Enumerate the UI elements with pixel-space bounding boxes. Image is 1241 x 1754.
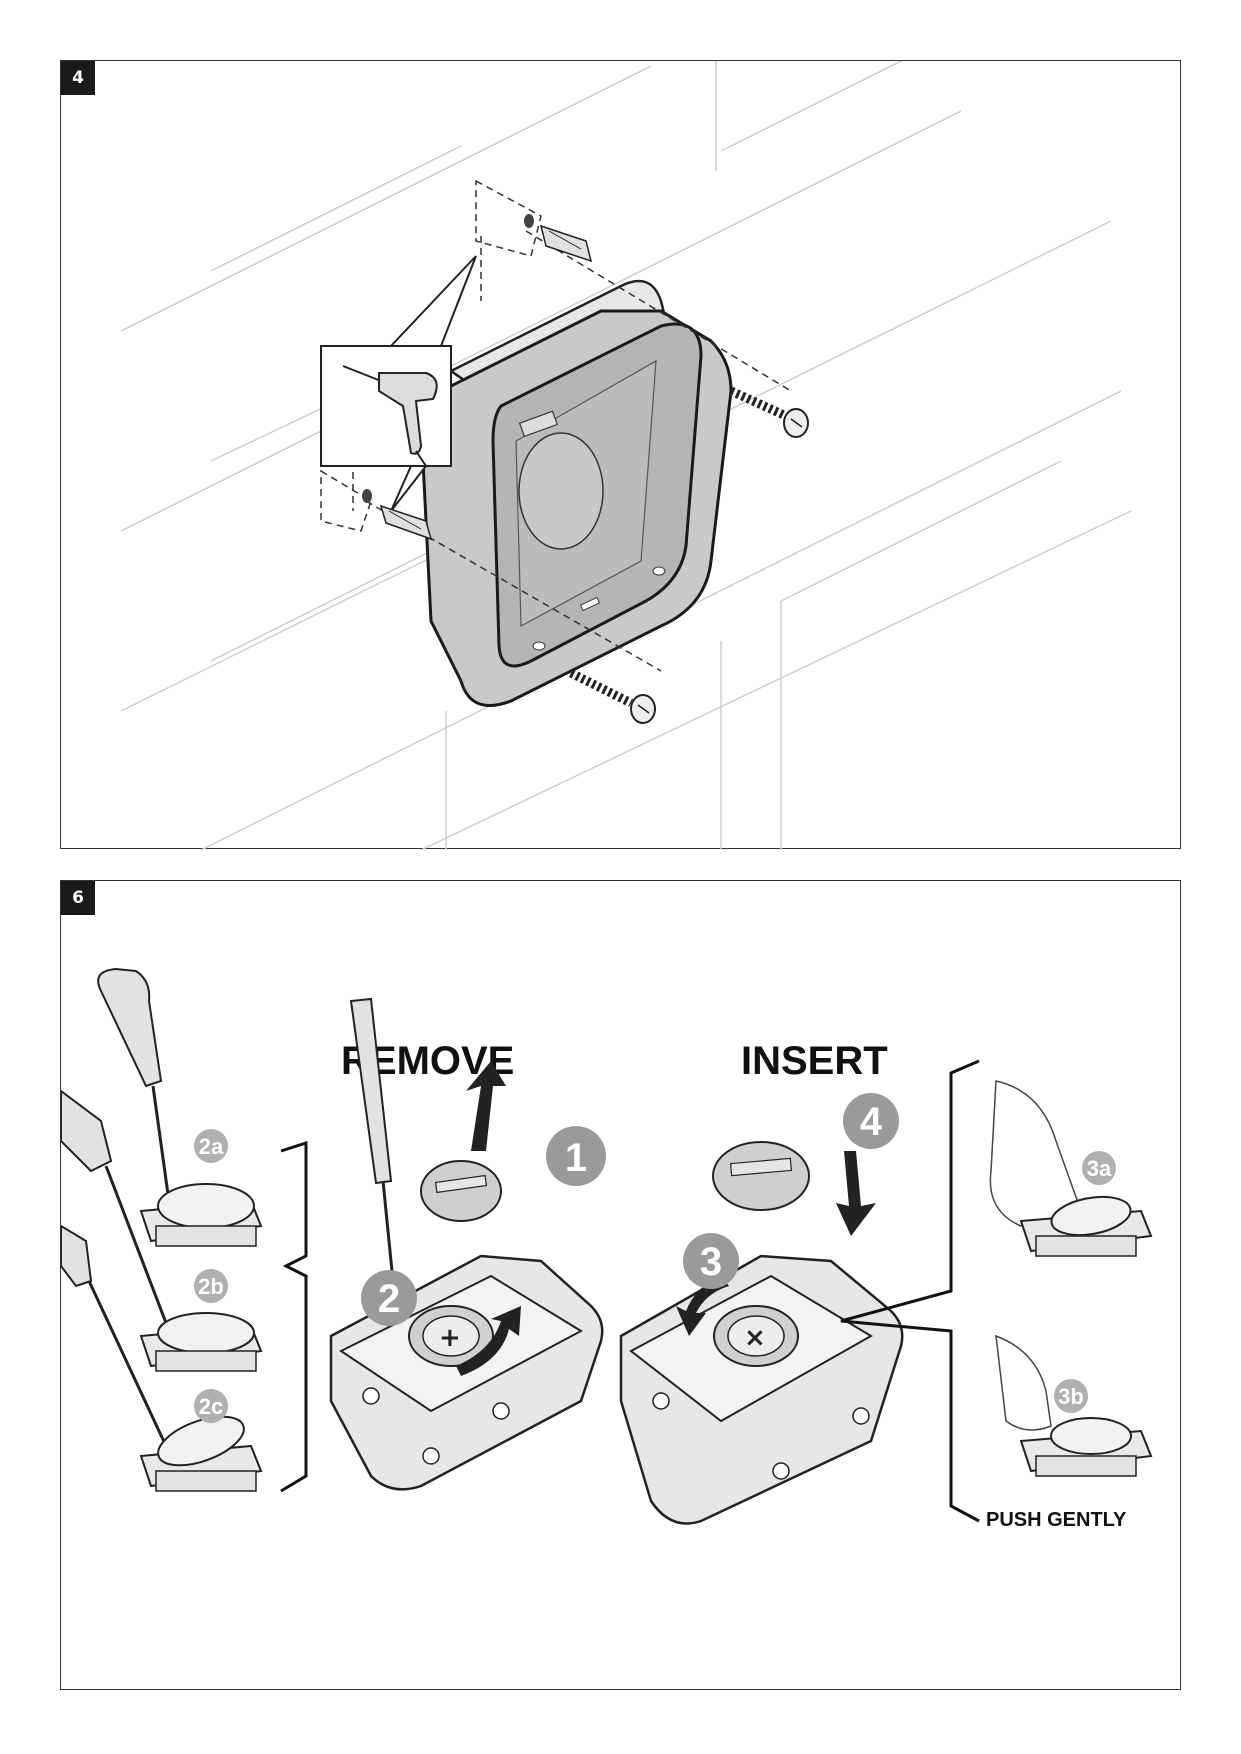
svg-text:2b: 2b [198, 1274, 224, 1299]
finger-press-3b [995, 1334, 1153, 1477]
panel-4: 4 [60, 60, 1181, 850]
insert-battery-cover [712, 1141, 810, 1211]
arrow-up-icon [466, 1061, 506, 1151]
step-badge-1: 1 [546, 1126, 606, 1186]
substep-badge-3b: 3b [1054, 1379, 1088, 1413]
panel-number-badge: 6 [61, 881, 95, 915]
battery-holder-2c [139, 1415, 263, 1492]
left-bracket [280, 1140, 308, 1493]
substep-badge-2b: 2b [194, 1269, 228, 1303]
svg-text:2c: 2c [199, 1394, 223, 1419]
drill-callout [320, 255, 477, 512]
arrow-down-icon [836, 1151, 876, 1236]
rotate-arrow-icon [456, 1306, 521, 1376]
svg-text:×: × [744, 1323, 766, 1353]
insert-heading: INSERT [741, 1039, 888, 1083]
svg-text:4: 4 [860, 1100, 883, 1144]
substep-badge-3a: 3a [1082, 1151, 1116, 1185]
finger-press-3a [989, 1080, 1153, 1257]
wall-plug-top [524, 214, 593, 263]
step-badge-2: 2 [361, 1270, 417, 1326]
battery-replacement-illustration: REMOVE INSERT 2a [61, 967, 1153, 1531]
step-badge-3: 3 [683, 1233, 739, 1289]
screwdriver-sequence [61, 967, 173, 1447]
svg-text:1: 1 [565, 1136, 587, 1180]
battery-holder-2a [139, 1183, 263, 1247]
svg-text:2: 2 [378, 1277, 400, 1321]
wall-plug-bottom [362, 489, 433, 541]
svg-text:3: 3 [700, 1240, 722, 1284]
substep-badge-2c: 2c [194, 1389, 228, 1423]
step-badge-4: 4 [843, 1093, 899, 1149]
substep-badge-2a: 2a [194, 1129, 228, 1163]
insert-device: × [619, 1254, 904, 1525]
svg-text:3b: 3b [1058, 1384, 1084, 1409]
wall-mount-illustration [120, 61, 1132, 850]
rotate-back-arrow-icon [676, 1276, 729, 1336]
push-gently-note: PUSH GENTLY [986, 1509, 1127, 1531]
right-bracket [840, 1059, 980, 1523]
drill-icon [342, 365, 438, 467]
panel-6: 6 REMOVE INSERT [60, 880, 1181, 1690]
svg-text:+: + [439, 1323, 461, 1353]
svg-text:3a: 3a [1087, 1156, 1112, 1181]
battery-holder-2b [139, 1312, 263, 1372]
screw-bottom [568, 668, 656, 724]
mounting-box [419, 279, 733, 707]
remove-battery-cover [420, 1160, 502, 1222]
panel-number-badge: 4 [61, 61, 95, 95]
screw-top [729, 386, 809, 438]
svg-text:2a: 2a [199, 1134, 224, 1159]
